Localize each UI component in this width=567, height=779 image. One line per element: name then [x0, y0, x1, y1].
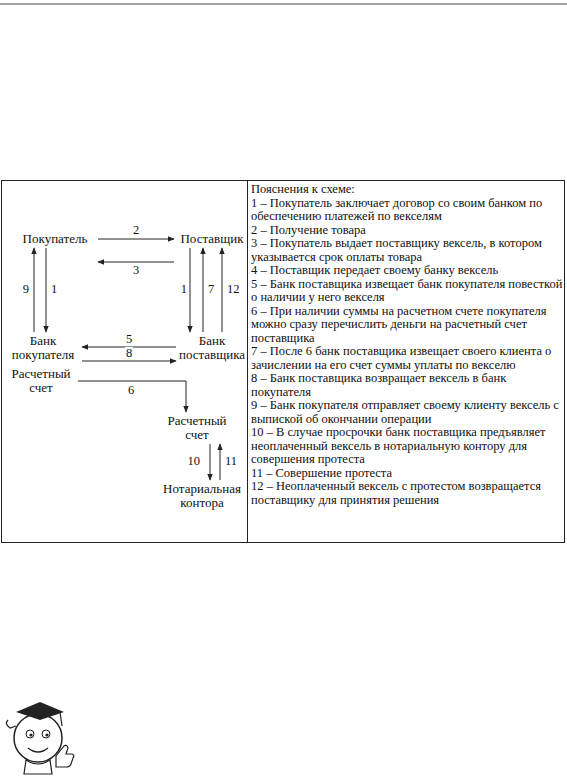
node-text: Нотариальная контора: [156, 482, 248, 510]
callout-number: 3: [132, 264, 140, 277]
node-text: Банк покупателя: [6, 334, 80, 362]
callout-number: 8: [125, 347, 133, 360]
flow-arrow: [82, 361, 176, 362]
mascot-icon: [6, 702, 73, 774]
note-item: 2 – Получение товара: [251, 224, 563, 238]
callout-number: 5: [125, 333, 133, 346]
callout-number: 11: [224, 455, 238, 468]
node-text: Расчетный счет: [6, 367, 76, 395]
note-item: 8 – Банк поставщика возвращает вексель в…: [251, 372, 563, 399]
flow-arrow: [220, 444, 221, 480]
note-item: 11 – Совершение протеста: [251, 467, 563, 481]
note-item: 5 – Банк поставщика извещает банк покупа…: [251, 278, 563, 305]
callout-number: 2: [132, 224, 140, 237]
notes-heading: Пояснения к схеме:: [251, 183, 563, 197]
note-item: 6 – При наличии суммы на расчетном счете…: [251, 305, 563, 346]
entity-node: Нотариальная контора: [156, 482, 248, 510]
callout-number: 12: [226, 283, 241, 296]
flow-arrow: [98, 262, 174, 263]
callout-number: 1: [180, 283, 188, 296]
node-text: Покупатель: [14, 232, 96, 246]
flow-arrow: [210, 444, 211, 480]
entity-node: Расчетный счет: [6, 367, 76, 395]
callout-number: 10: [187, 455, 202, 468]
table-divider: [247, 180, 248, 543]
node-text: Банк поставщика: [178, 334, 246, 362]
note-item: 4 – Поставщик передает своему банку векс…: [251, 264, 563, 278]
callout-number: 9: [22, 283, 30, 296]
notes-column: Пояснения к схеме:1 – Покупатель заключа…: [251, 183, 563, 507]
note-item: 10 – В случае просрочки банк поставщика …: [251, 426, 563, 467]
note-item: 3 – Покупатель выдает поставщику вексель…: [251, 237, 563, 264]
entity-node: Расчетный счет: [166, 414, 228, 442]
note-item: 7 – После 6 банк поставщика извещает сво…: [251, 345, 563, 372]
callout-number: 7: [207, 283, 215, 296]
callout-number: 6: [127, 384, 135, 397]
flow-arrow: [78, 381, 186, 412]
flow-arrow: [222, 248, 223, 332]
note-item: 1 – Покупатель заключает договор со свои…: [251, 197, 563, 224]
entity-node: Поставщик: [176, 232, 248, 246]
flow-arrow: [46, 248, 47, 332]
flow-arrow: [34, 248, 35, 332]
flow-arrow: [190, 248, 191, 332]
callout-number: 1: [50, 283, 58, 296]
flow-arrow: [98, 239, 174, 240]
node-text: Расчетный счет: [166, 414, 228, 442]
note-item: 12 – Неоплаченный вексель с протестом во…: [251, 480, 563, 507]
note-item: 9 – Банк покупателя отправляет своему кл…: [251, 399, 563, 426]
flow-arrow: [203, 248, 204, 332]
entity-node: Банк покупателя: [6, 334, 80, 362]
page-rule: [0, 4, 567, 5]
entity-node: Покупатель: [14, 232, 96, 246]
node-text: Поставщик: [176, 232, 248, 246]
entity-node: Банк поставщика: [178, 334, 246, 362]
